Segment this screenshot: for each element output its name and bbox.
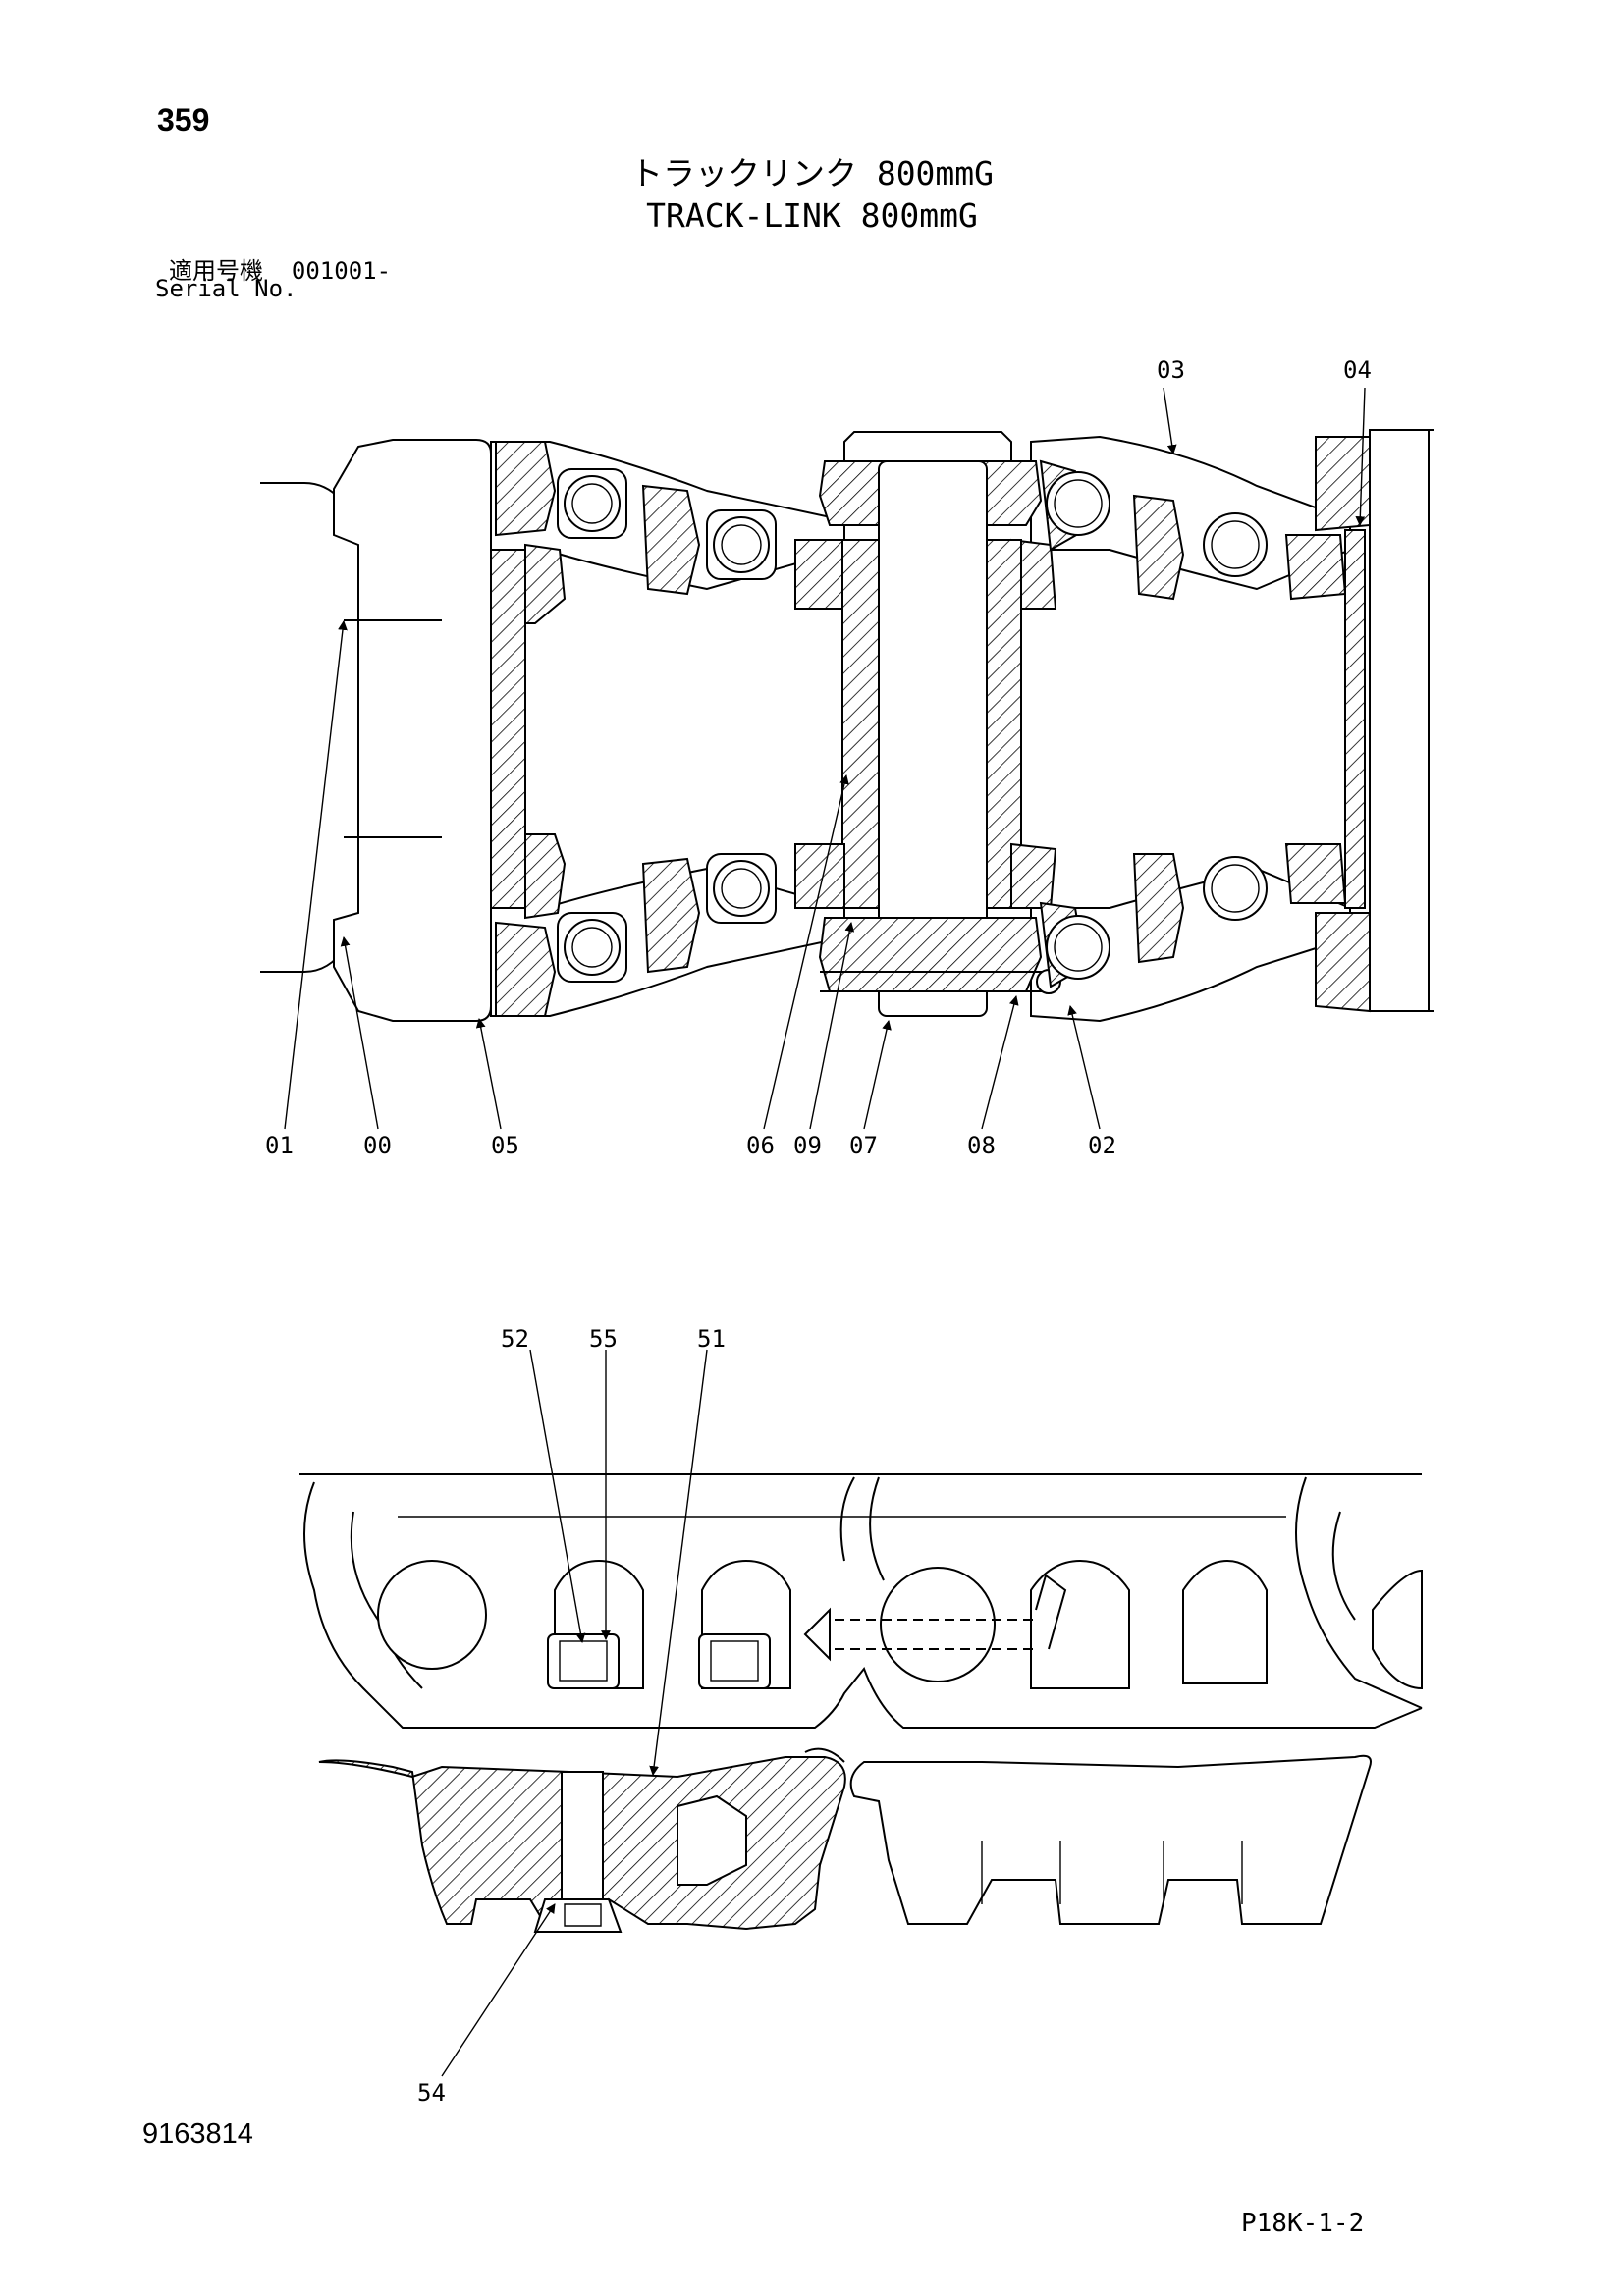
serial-row-japanese: 適用号機 001001- (169, 251, 391, 286)
label-04: 04 (1343, 356, 1372, 384)
title-english: TRACK-LINK 800mmG (646, 196, 978, 235)
upper-leaders (284, 387, 1366, 1130)
label-52: 52 (501, 1325, 529, 1353)
label-07: 07 (849, 1132, 878, 1159)
label-55: 55 (589, 1325, 618, 1353)
serial-label-english: Serial No. (155, 275, 298, 302)
page-number: 359 (157, 102, 210, 137)
lower-part-labels: 52 55 51 54 (417, 1325, 726, 2107)
page-code: P18K-1-2 (1241, 2209, 1365, 2238)
label-51: 51 (697, 1325, 726, 1353)
bolt-circle (1046, 471, 1268, 980)
serial-label-japanese: 適用号機 (169, 257, 263, 285)
upper-part-labels: 01 00 05 06 09 07 08 02 03 04 (265, 356, 1372, 1159)
lower-side-view (299, 1473, 1423, 1933)
label-01: 01 (265, 1132, 294, 1159)
label-09: 09 (793, 1132, 822, 1159)
label-08: 08 (967, 1132, 996, 1159)
lower-leaders (441, 1349, 708, 2077)
label-06: 06 (746, 1132, 775, 1159)
label-54: 54 (417, 2079, 446, 2107)
label-05: 05 (491, 1132, 519, 1159)
document-number: 9163814 (142, 2118, 253, 2150)
bolt-circle (557, 468, 777, 983)
serial-value: 001001- (291, 257, 392, 285)
label-03: 03 (1157, 356, 1185, 384)
title-japanese: トラックリンク 800mmG (629, 154, 995, 192)
label-02: 02 (1088, 1132, 1116, 1159)
label-00: 00 (363, 1132, 392, 1159)
upper-section-view (260, 429, 1434, 1023)
